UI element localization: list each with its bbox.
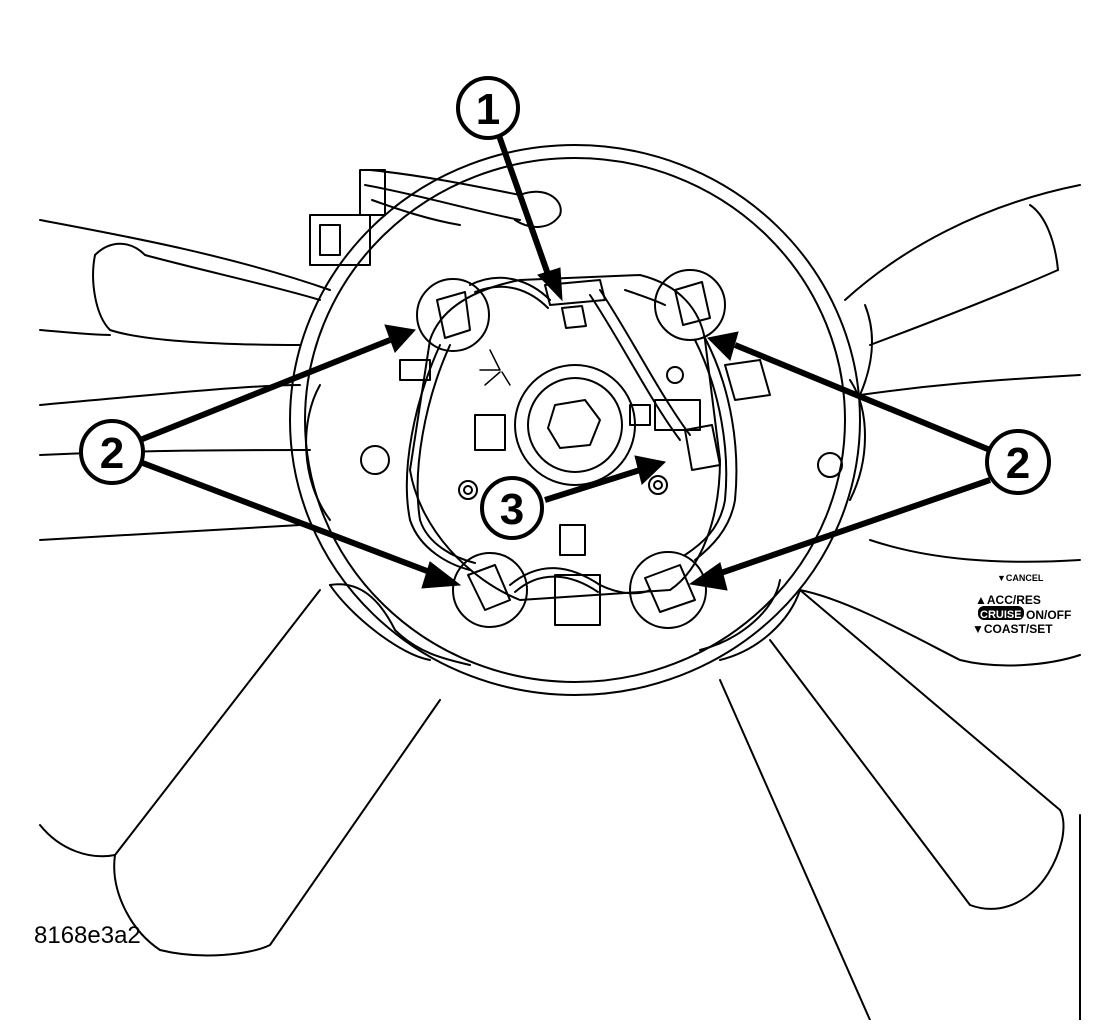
cruise-badge-background bbox=[978, 606, 1024, 620]
callout-2-left-label: 2 bbox=[100, 429, 124, 478]
wheel-hub-rim bbox=[289, 144, 866, 696]
mounting-screws bbox=[360, 366, 843, 500]
spoke-lower-left bbox=[39, 449, 441, 957]
light-symbol bbox=[479, 349, 511, 386]
arrowhead-2-upper-right bbox=[706, 331, 739, 361]
arrowhead-2-lower-right bbox=[688, 562, 728, 591]
callout-1-label: 1 bbox=[476, 85, 500, 134]
callout-3: 3 bbox=[480, 476, 544, 540]
leader-arrow-2-lower-right bbox=[714, 477, 991, 578]
figure-id: 8168e3a2 bbox=[34, 922, 141, 949]
speed-control-labels: ▼CANCEL ▲ACC/RES CRUISE ON/OFF ▼COAST/SE… bbox=[972, 573, 1071, 636]
callout-3-label: 3 bbox=[500, 485, 524, 534]
callout-2-left: 2 bbox=[79, 419, 145, 485]
switch-label-cancel: ▼CANCEL bbox=[997, 573, 1044, 583]
leader-arrows bbox=[138, 129, 992, 591]
spoke-upper-right bbox=[844, 184, 1081, 396]
horn-switch-lower-right bbox=[629, 551, 707, 629]
spoke-upper-left bbox=[39, 219, 331, 406]
hub-nut bbox=[514, 364, 636, 486]
horn-switch-lower-left bbox=[452, 552, 528, 628]
horn-switch-upper-left bbox=[416, 278, 490, 352]
arrowhead-3 bbox=[634, 455, 667, 485]
arrowhead-2-upper-left bbox=[384, 324, 416, 353]
horn-switch-upper-right bbox=[654, 269, 726, 341]
leader-arrow-2-upper-left bbox=[138, 337, 392, 443]
backplate bbox=[399, 274, 721, 626]
speed-control-switch-housing bbox=[724, 359, 1081, 667]
leader-arrow-1 bbox=[494, 129, 553, 281]
leader-arrow-3 bbox=[544, 467, 641, 503]
horn-connector bbox=[684, 424, 721, 471]
switch-label-cruise: CRUISE bbox=[980, 609, 1022, 621]
leader-arrow-2-lower-left bbox=[138, 459, 437, 577]
arrowhead-2-lower-left bbox=[421, 561, 462, 589]
switch-label-on-off: ON/OFF bbox=[1026, 608, 1071, 622]
switch-label-accel-resume: ▲ACC/RES bbox=[975, 593, 1041, 607]
callout-1: 1 bbox=[456, 76, 520, 140]
callout-2-right: 2 bbox=[985, 429, 1051, 495]
wire-tie-retainer bbox=[544, 279, 606, 329]
horn-wiring bbox=[405, 276, 738, 595]
arrowhead-1 bbox=[537, 267, 563, 302]
spoke-lower-right bbox=[719, 589, 1081, 1021]
leader-arrow-2-upper-right bbox=[733, 342, 992, 453]
switch-label-coast-set: ▼COAST/SET bbox=[972, 622, 1053, 636]
callout-2-right-label: 2 bbox=[1006, 439, 1030, 488]
wiring-harness-upper bbox=[309, 169, 562, 266]
